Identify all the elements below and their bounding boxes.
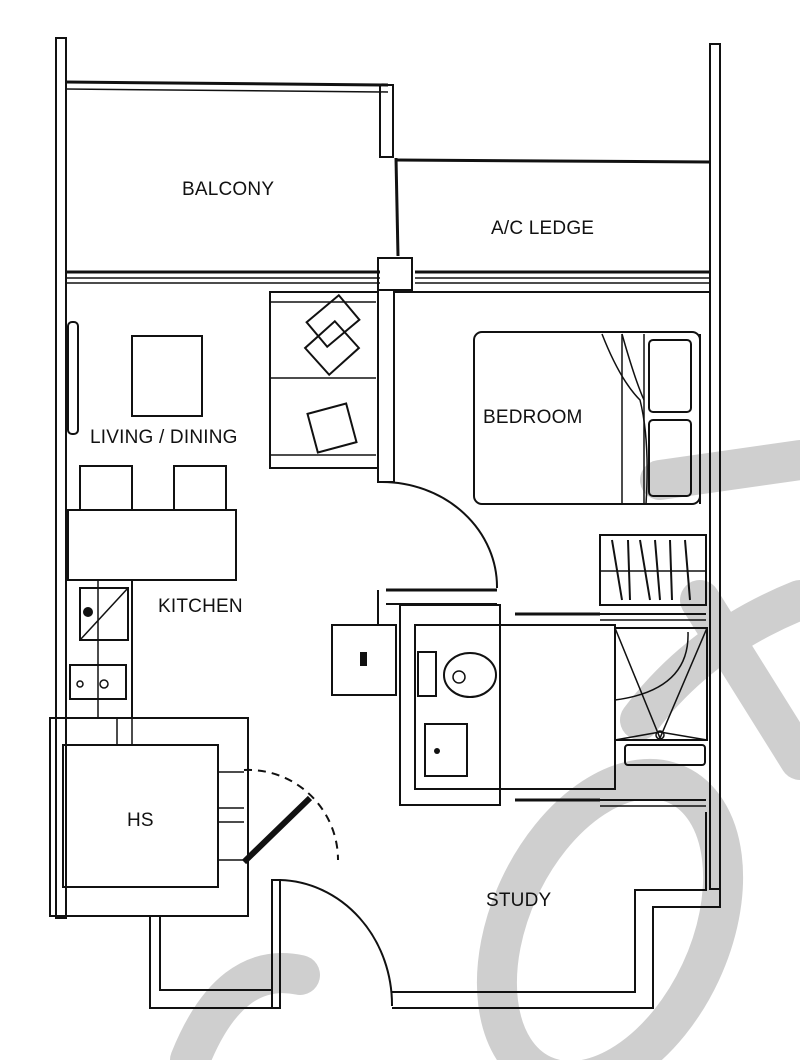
room-label-kitchen: KITCHEN (158, 596, 243, 617)
window-glazing (66, 257, 710, 291)
bathroom (399, 604, 708, 807)
living-furniture (67, 291, 379, 581)
entrance-walls (149, 879, 281, 1009)
room-label-ac-ledge: A/C LEDGE (491, 218, 594, 239)
room-label-balcony: BALCONY (182, 179, 274, 200)
balcony-area (65, 80, 711, 257)
entrance-door[interactable] (279, 879, 394, 1007)
room-label-hs: HS (127, 810, 154, 831)
bedroom-furniture (473, 331, 707, 606)
room-label-study: STUDY (486, 890, 552, 911)
hs-door[interactable] (241, 768, 340, 865)
room-label-living-dining: LIVING / DINING (90, 427, 238, 448)
exterior-walls (55, 37, 721, 919)
study-walls (392, 812, 721, 1009)
partition-wall (377, 289, 710, 483)
room-label-bedroom: BEDROOM (483, 407, 583, 428)
kitchen-counter (65, 580, 397, 718)
watermark (170, 440, 800, 1060)
